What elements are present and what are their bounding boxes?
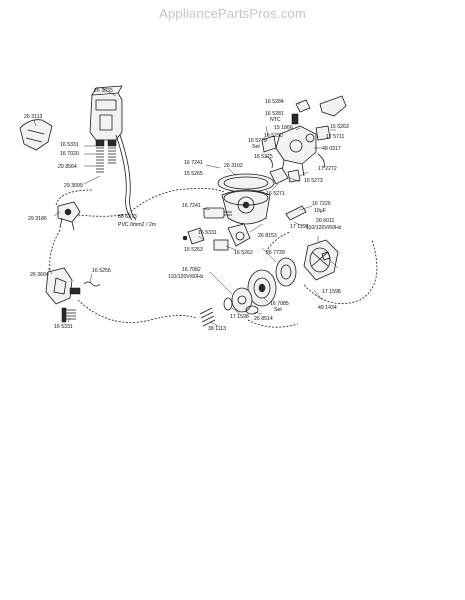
label-267739: 26 7739 <box>266 250 285 256</box>
label-167085: 16 7085 <box>270 301 289 307</box>
label-268153: 26 8153 <box>258 233 277 239</box>
label-171296: 17 1296 <box>290 224 309 230</box>
aquastop-263604 <box>45 267 81 305</box>
label-263102: 26 3102 <box>224 163 243 169</box>
label-268514: 26 8514 <box>254 316 273 322</box>
label-266011: 26 6011 <box>316 218 334 224</box>
label-167226: 16 7226 <box>312 201 331 207</box>
hose-165275 <box>265 155 273 169</box>
label-165275: 16 5275 <box>254 154 273 160</box>
label-263604: 26 3604 <box>30 272 49 278</box>
label-165331: 16 5331 <box>60 142 79 148</box>
label-165331-b: 16 5331 <box>54 324 73 330</box>
label-167020: 16 7020 <box>60 151 79 157</box>
label-263833: 26 3833 <box>94 88 113 94</box>
label-165271: 16 5271 <box>266 191 285 197</box>
label-155265: 15 5265 <box>184 171 203 177</box>
label-set-2: Set <box>274 307 282 313</box>
label-165290: 16 5290 <box>264 133 283 139</box>
label-165273: 16 5273 <box>304 178 323 184</box>
gasket-268514 <box>245 305 259 315</box>
label-10uf: 10µF <box>314 208 326 214</box>
label-298564: 29 8564 <box>58 164 77 170</box>
motor-266011 <box>303 239 339 281</box>
label-165263-b: 16 5263 <box>184 247 203 253</box>
leader-lines <box>33 87 339 327</box>
label-175711: 17 5711 <box>326 134 344 140</box>
cap-165284 <box>295 99 311 113</box>
clip-155265 <box>269 167 301 185</box>
clamp-165256 <box>83 281 101 287</box>
label-151866: 15 1866 <box>274 125 293 131</box>
hose-dashed-left <box>55 188 225 217</box>
label-167241: 16 7241 <box>184 160 203 166</box>
hose-clamp-165331 <box>61 307 76 323</box>
float-switch-293186 <box>57 201 81 231</box>
dispenser-housing <box>89 85 123 141</box>
label-172272: 17 2272 <box>318 166 337 172</box>
label-491434: 49 1434 <box>318 305 337 311</box>
hose-172272 <box>317 153 325 169</box>
ntc-sensor-165281 <box>291 113 299 125</box>
clip-171598b <box>321 251 331 261</box>
label-set: Set <box>252 144 260 150</box>
label-293099: 29 3099 <box>64 183 83 189</box>
sump-263102 <box>217 173 275 225</box>
label-165262: 16 5262 <box>234 250 253 256</box>
label-165279: 16 5279 <box>248 138 267 144</box>
label-293186: 29 3186 <box>28 216 47 222</box>
label-480317: 48 0317 <box>322 146 341 152</box>
label-165256: 16 5256 <box>92 268 111 274</box>
label-167082: 16 7082 <box>182 267 201 273</box>
valve-167241 <box>203 207 232 219</box>
impeller-267739 <box>275 257 297 287</box>
hose-381113 <box>199 307 216 327</box>
label-886373: 88 6373 <box>118 214 137 220</box>
manifold-480317 <box>275 125 317 177</box>
fitting-175711 <box>315 125 331 141</box>
label-pvc: PVC 0mm2 / 2m <box>118 222 156 228</box>
label-171598: 17 1598 <box>230 314 249 320</box>
label-263113: 26 3113 <box>24 114 42 120</box>
seal-171598 <box>223 297 233 311</box>
bracket-165263 <box>319 95 347 117</box>
pump-housing-167085 <box>247 269 277 307</box>
label-165281: 16 5281 <box>265 111 284 117</box>
drain-pump-167082 <box>231 287 253 313</box>
label-110v: 110/120V/60Hz <box>306 225 342 231</box>
bracket-263113 <box>19 119 53 151</box>
elbow-268153 <box>227 223 251 247</box>
fitting-165279 <box>261 135 277 153</box>
watermark: AppliancePartsPros.com <box>159 6 306 21</box>
label-110v-2: 110/120V/60Hz <box>168 274 204 280</box>
label-ntc: NTC <box>270 117 281 123</box>
label-165263: 16 5263 <box>330 124 349 130</box>
label-165331-c: 16 5331 <box>198 230 217 236</box>
label-171598-b: 17 1598 <box>322 289 341 295</box>
pressure-switch-165262 <box>213 239 229 251</box>
label-167241-b: 16 7241 <box>182 203 201 209</box>
label-165284: 16 5284 <box>265 99 284 105</box>
springs <box>95 139 117 173</box>
capacitor-167226 <box>285 205 307 221</box>
label-381113: 38 1113 <box>208 326 226 332</box>
